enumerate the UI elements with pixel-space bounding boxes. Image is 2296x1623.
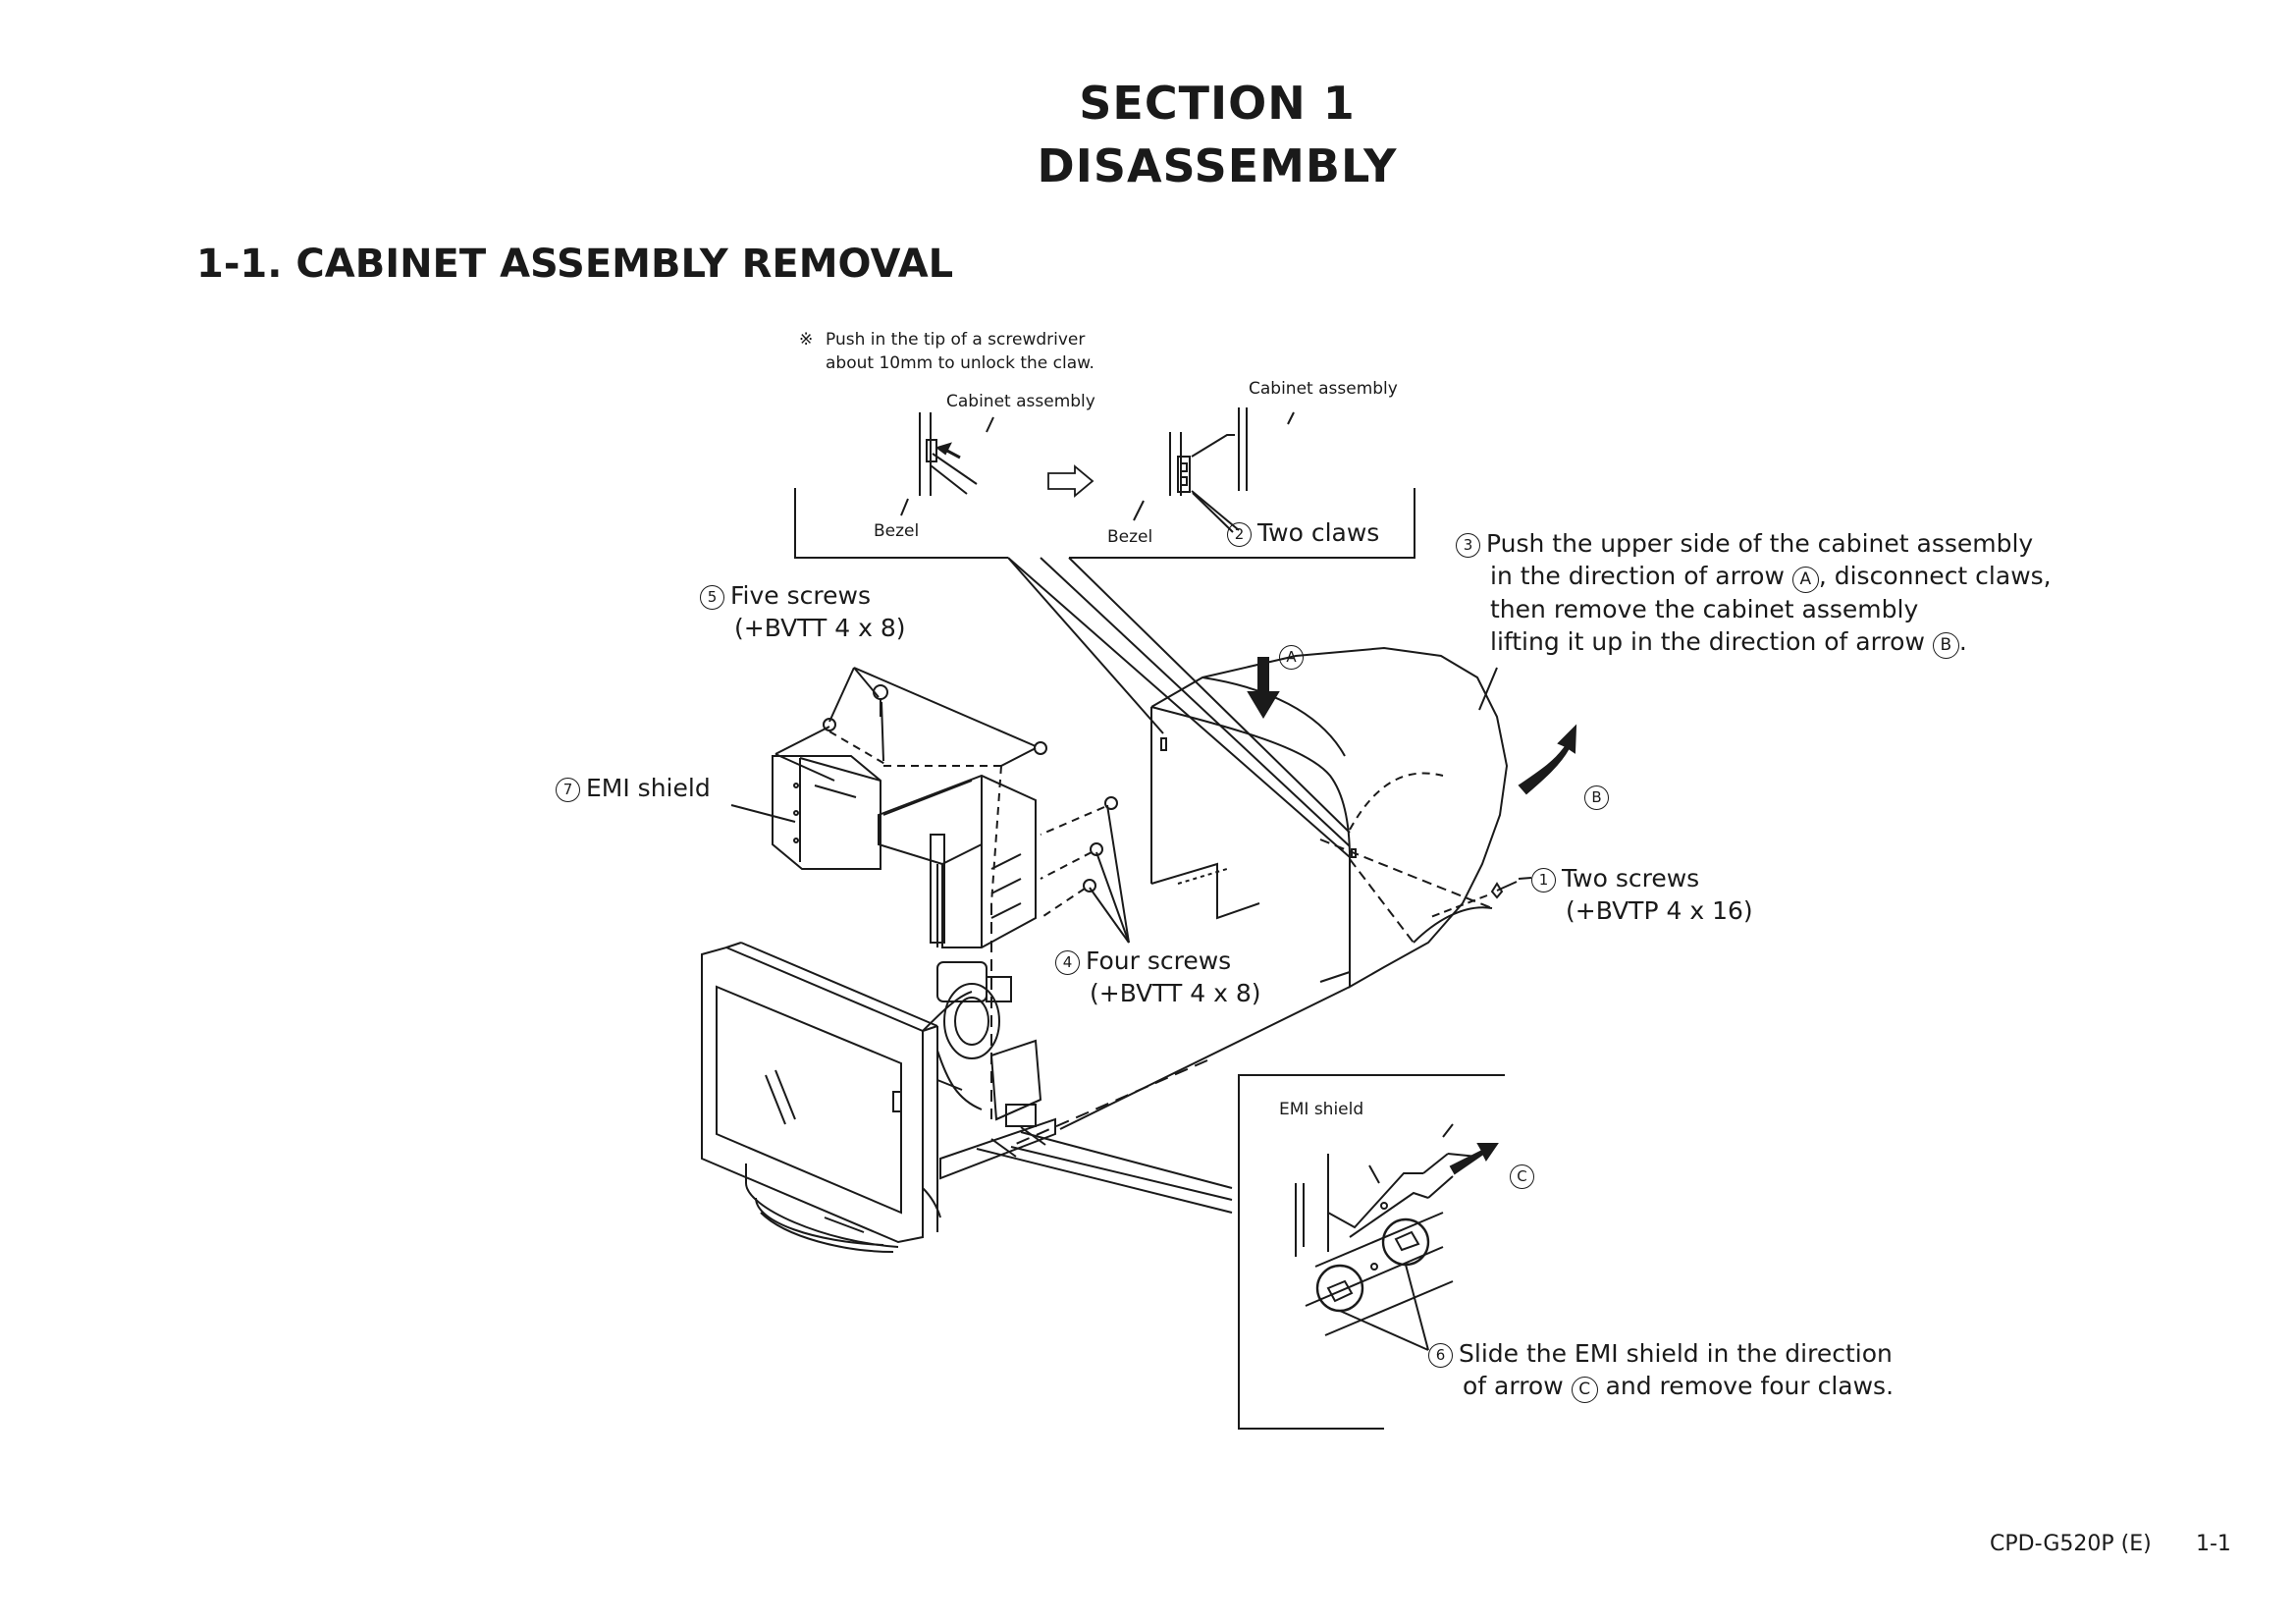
- arrow-c-ref: C: [1571, 1377, 1598, 1403]
- step-3-line-2a: in the direction of arrow: [1490, 562, 1792, 590]
- step-3-line-3: then remove the cabinet assembly: [1490, 595, 1919, 623]
- step-3-line-4b: .: [1958, 627, 1967, 656]
- step-1-number: 1: [1531, 868, 1556, 893]
- footer-model: CPD-G520P (E): [1990, 1532, 2152, 1556]
- emi-shield-inset-label: EMI shield: [1279, 1100, 1364, 1119]
- arrow-c-label: C: [1510, 1164, 1534, 1189]
- arrow-b-ref: B: [1932, 632, 1959, 659]
- step-4-line-2: (+BVTT 4 x 8): [1090, 979, 1261, 1007]
- step-1-line-1: Two screws: [1562, 864, 1700, 893]
- step-2-number: 2: [1227, 522, 1252, 547]
- step-7-text: EMI shield: [586, 774, 711, 802]
- section-title: DISASSEMBLY: [1037, 139, 1398, 192]
- subsection-title: 1-1. CABINET ASSEMBLY REMOVAL: [196, 242, 954, 287]
- footer-page-number: 1-1: [2196, 1532, 2231, 1556]
- step-4-line-1: Four screws: [1086, 947, 1232, 975]
- cabinet-label-right: Cabinet assembly: [1249, 379, 1398, 399]
- step-5-number: 5: [700, 585, 724, 610]
- step-5-line-1: Five screws: [730, 581, 871, 610]
- step-6-line-1: Slide the EMI shield in the direction: [1459, 1339, 1893, 1368]
- step-3-line-4a: lifting it up in the direction of arrow: [1490, 627, 1933, 656]
- arrow-a-ref: A: [1791, 567, 1819, 593]
- step-3-line-1: Push the upper side of the cabinet assem…: [1486, 529, 2034, 558]
- step-6-line-2b: and remove four claws.: [1597, 1372, 1895, 1400]
- step-3-number: 3: [1456, 533, 1480, 558]
- step-6-line-2a: of arrow: [1463, 1372, 1572, 1400]
- cabinet-label-left: Cabinet assembly: [946, 392, 1095, 411]
- step-3-line-2b: , disconnect claws,: [1818, 562, 2052, 590]
- note-line-1: Push in the tip of a screwdriver: [826, 330, 1086, 350]
- arrow-b-label: B: [1584, 785, 1609, 810]
- note-line-2: about 10mm to unlock the claw.: [826, 353, 1095, 373]
- step-1-line-2: (+BVTP 4 x 16): [1566, 896, 1753, 925]
- note-mark: ※: [799, 330, 814, 350]
- step-4-number: 4: [1055, 950, 1080, 975]
- section-number: SECTION 1: [1079, 77, 1356, 130]
- bezel-label-left: Bezel: [874, 521, 920, 541]
- arrow-a-label: A: [1279, 645, 1304, 670]
- step-7-number: 7: [556, 778, 580, 802]
- step-6-number: 6: [1428, 1343, 1453, 1368]
- step-5-line-2: (+BVTT 4 x 8): [734, 614, 906, 642]
- step-2-text: Two claws: [1257, 518, 1380, 547]
- bezel-label-right: Bezel: [1107, 527, 1153, 547]
